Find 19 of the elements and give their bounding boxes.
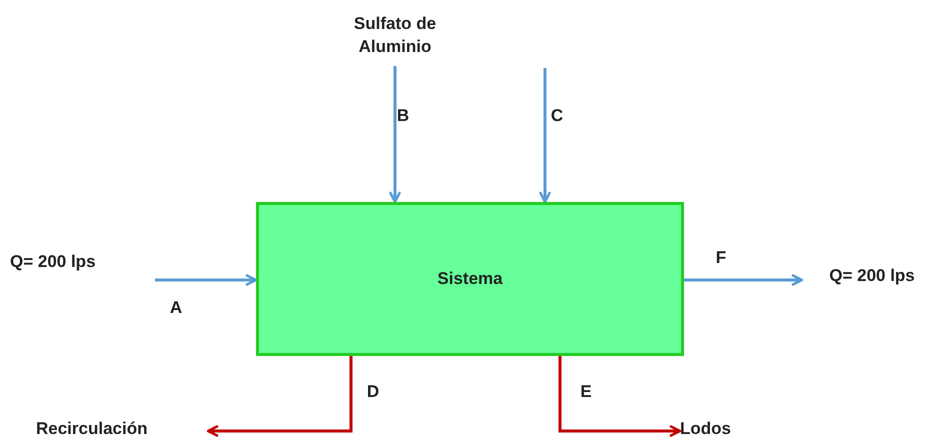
edge-label: C [550,106,564,126]
edge-label: D [366,382,380,402]
process-box [256,202,684,356]
arrow [206,356,352,438]
edge-label: B [396,106,410,126]
box-label: Sistema [437,268,503,290]
arrow [155,274,258,286]
flow-label: Recirculación [36,416,208,442]
arrow [684,274,804,286]
edge-label: E [579,382,593,402]
arrow [538,68,552,204]
arrow [558,356,682,438]
edge-label: F [714,248,728,268]
flow-label: Sulfato de Aluminio [320,6,470,66]
flow-label: Q= 200 lps [10,248,155,276]
flow-label: Lodos [680,416,760,442]
arrow [388,66,402,204]
flow-label: Q= 200 lps [802,262,942,290]
edge-label: A [168,298,184,318]
